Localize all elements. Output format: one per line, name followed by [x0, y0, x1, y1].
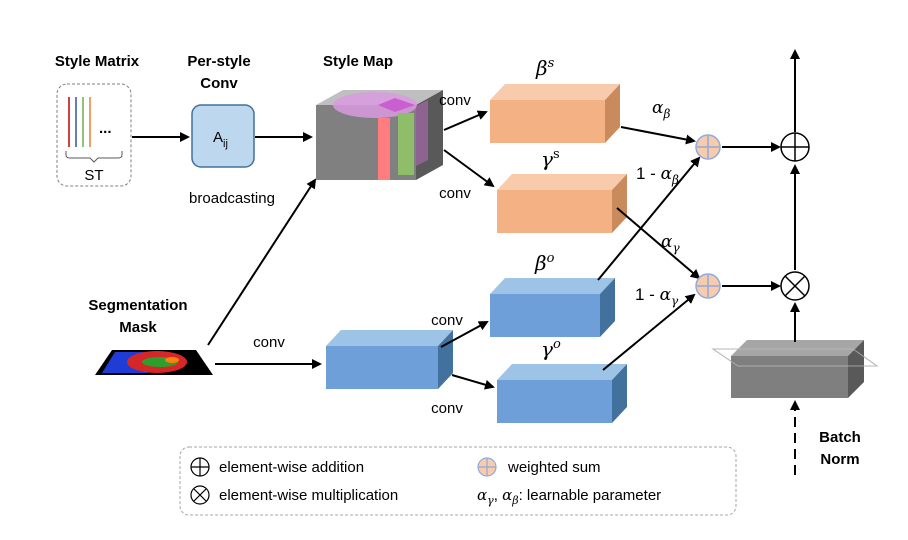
weighted-sum-node-1 — [695, 134, 721, 160]
addition-node — [780, 132, 810, 162]
segmentation-mask-title-line1: Segmentation — [88, 297, 187, 314]
beta-s-cube — [490, 84, 620, 143]
shared-conv-cube — [326, 330, 453, 389]
arrow-stylemap-to-beta-s — [443, 110, 488, 131]
beta-o-cube — [490, 278, 615, 337]
legend-addition-text: element-wise addition — [219, 459, 364, 476]
style-map-cube — [316, 90, 443, 180]
batch-norm-cube — [711, 340, 879, 398]
broadcasting-label: broadcasting — [189, 190, 275, 207]
conv-label-gamma-o: conv — [431, 400, 463, 417]
arrow-beta-o-to-ws1 — [597, 156, 701, 281]
segmentation-mask-image — [95, 350, 213, 375]
conv-label-seg: conv — [253, 334, 285, 351]
gamma-o-cube — [497, 364, 627, 423]
style-map-title: Style Map — [323, 53, 393, 70]
conv-label-beta-s: conv — [439, 92, 471, 109]
arrow-seg-to-stylemap — [207, 178, 317, 346]
legend-learnable-text: αγ, αβ: learnable parameter — [477, 486, 661, 507]
arrow-beta-s-to-ws1 — [620, 126, 696, 145]
one-minus-alpha-gamma-label: 1 - αγ — [635, 285, 679, 308]
beta-o-label: βo — [534, 251, 555, 275]
multiplication-node — [780, 271, 810, 301]
legend: element-wise addition element-wise multi… — [179, 446, 737, 516]
alpha-gamma-label: αγ — [661, 232, 680, 255]
arrow-stylemap-to-gamma-s — [443, 149, 495, 188]
conv-label-beta-o: conv — [431, 312, 463, 329]
segmentation-mask-title-line2: Mask — [119, 319, 157, 336]
alpha-beta-label: αβ — [652, 98, 670, 121]
arrow-gamma-o-to-ws2 — [602, 293, 696, 371]
beta-s-label: βs — [535, 56, 555, 80]
per-style-conv-block: Aij — [191, 104, 255, 168]
legend-addition-icon — [190, 457, 210, 477]
aij-label: Aij — [213, 129, 228, 150]
arrow-shared-to-beta-o — [440, 321, 489, 348]
style-matrix: ... ST — [56, 83, 132, 187]
legend-multiplication-icon — [190, 485, 210, 505]
batch-norm-title-line1: Batch — [819, 429, 861, 446]
conv-label-gamma-s: conv — [439, 185, 471, 202]
arrows — [132, 49, 800, 475]
style-matrix-title: Style Matrix — [55, 53, 140, 70]
gamma-s-label: γs — [541, 147, 560, 171]
arrow-gamma-s-to-ws2 — [616, 207, 701, 280]
per-style-conv-title-line1: Per-style — [187, 53, 250, 70]
batch-norm-title-line2: Norm — [820, 451, 859, 468]
gamma-o-label: γo — [541, 337, 561, 361]
legend-weighted-sum-text: weighted sum — [507, 459, 601, 476]
legend-weighted-sum-icon — [477, 457, 497, 477]
gamma-s-cube — [497, 174, 627, 233]
weighted-sum-node-2 — [695, 273, 721, 299]
legend-multiplication-text: element-wise multiplication — [219, 487, 398, 504]
one-minus-alpha-beta-label: 1 - αβ — [636, 164, 679, 187]
per-style-conv-title-line2: Conv — [200, 75, 238, 92]
style-tensor-label: ST — [84, 167, 103, 184]
arrow-shared-to-gamma-o — [451, 374, 495, 390]
ellipsis-icon: ... — [99, 120, 112, 137]
